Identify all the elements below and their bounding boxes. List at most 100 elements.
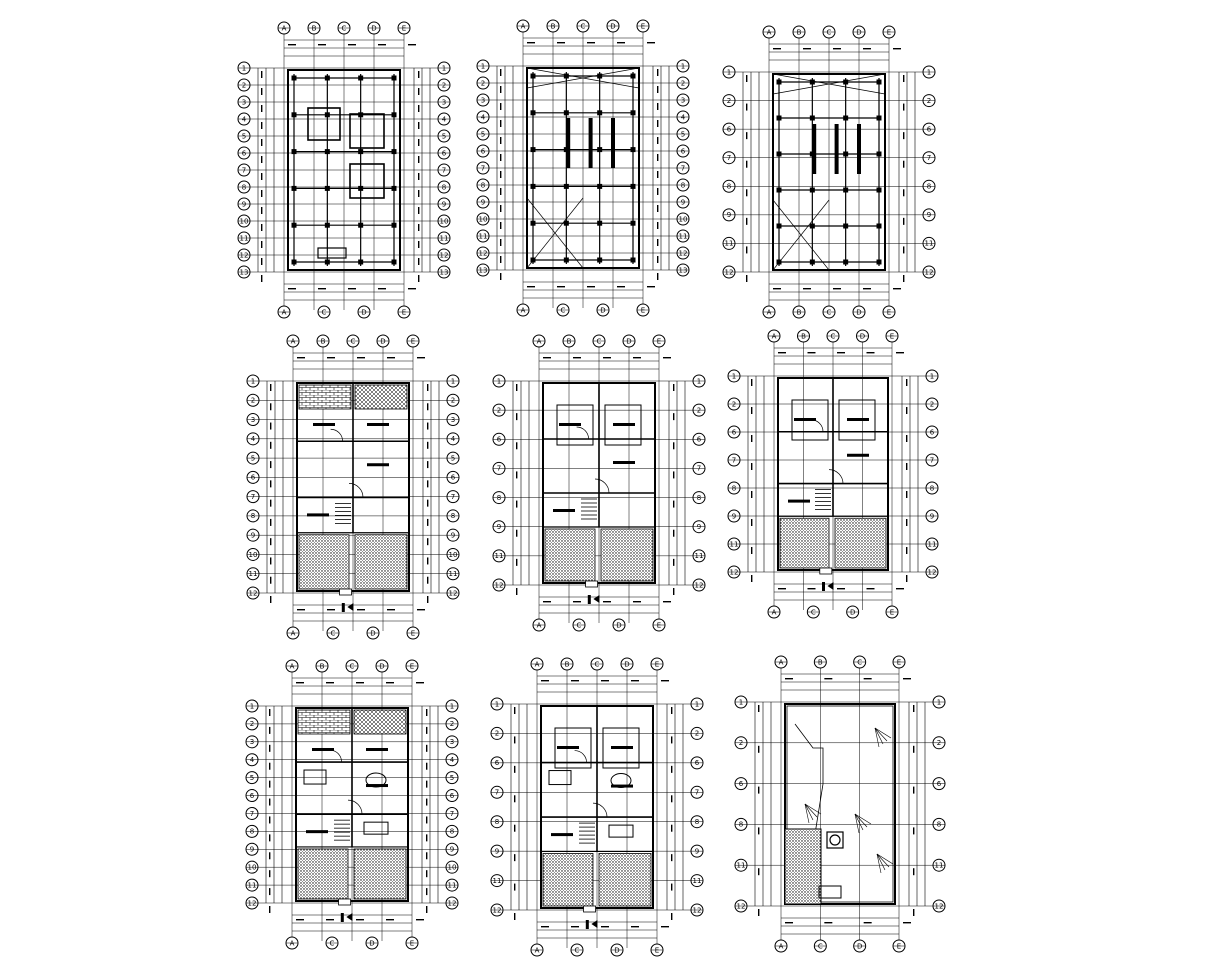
- grid-axis-bottom-D: D: [852, 305, 866, 319]
- grid-axis-left-7: 7: [722, 151, 736, 165]
- grid-axis-bottom-C: C: [572, 618, 586, 632]
- grid-axis-top-A: A: [767, 329, 781, 343]
- grid-axis-label: 13: [679, 266, 688, 274]
- grid-axis-label: 9: [732, 512, 736, 520]
- grid-axis-label: 6: [930, 428, 935, 436]
- grid-axis-label: D: [624, 660, 629, 668]
- grid-axis-left-11: 11: [245, 878, 259, 892]
- grid-axis-top-A: A: [532, 334, 546, 348]
- grid-axis-bottom-C: C: [326, 626, 340, 640]
- grid-axis-left-9: 9: [246, 528, 260, 542]
- grid-axis-bottom-C: C: [570, 943, 584, 957]
- grid-axis-label: 5: [451, 454, 455, 462]
- grid-axis-label: 8: [739, 821, 743, 829]
- grid-axis-label: 6: [250, 792, 255, 800]
- grid-axis-right-2: 2: [446, 393, 460, 407]
- grid-axis-left-8: 8: [245, 824, 259, 838]
- grid-axis-left-11: 11: [722, 236, 736, 250]
- grid-axis-top-A: A: [530, 657, 544, 671]
- grid-axis-top-D: D: [856, 329, 869, 343]
- grid-axis-left-11: 11: [490, 874, 504, 888]
- grid-axis-left-9: 9: [727, 509, 741, 523]
- grid-axis-right-1: 1: [446, 374, 460, 388]
- grid-axis-left-2: 2: [237, 78, 251, 92]
- grid-axis-label: E: [897, 942, 901, 950]
- grid-axis-label: E: [657, 337, 661, 345]
- grid-axis-left-1: 1: [492, 374, 506, 388]
- grid-axis-bottom-C: C: [317, 305, 331, 319]
- grid-axis-left-8: 8: [727, 481, 741, 495]
- grid-axis-label: 5: [681, 130, 685, 138]
- grid-axis-label: E: [887, 28, 891, 36]
- grid-axis-top-A: A: [286, 334, 300, 348]
- grid-axis-top-E: E: [636, 19, 650, 33]
- grid-axis-right-1: 1: [692, 374, 706, 388]
- grid-axis-label: 8: [937, 821, 941, 829]
- grid-axis-bottom-E: E: [882, 305, 896, 319]
- grid-axis-label: 8: [727, 183, 731, 191]
- grid-axis-label: B: [567, 337, 572, 345]
- grid-axis-right-10: 10: [437, 214, 451, 228]
- grid-axis-label: 2: [442, 81, 446, 89]
- grid-axis-right-11: 11: [437, 231, 451, 245]
- grid-axis-label: A: [291, 337, 296, 345]
- grid-axis-left-6: 6: [734, 777, 748, 791]
- grid-axis-left-12: 12: [734, 899, 748, 913]
- grid-axis-right-11: 11: [922, 236, 936, 250]
- grid-axis-left-11: 11: [734, 858, 748, 872]
- grid-axis-label: A: [282, 24, 287, 32]
- grid-axis-left-7: 7: [492, 461, 506, 475]
- grid-axis-label: E: [641, 306, 645, 314]
- grid-axis-label: 1: [497, 377, 501, 385]
- grid-axis-label: 5: [251, 454, 255, 462]
- grid-axis-left-12: 12: [727, 565, 741, 579]
- grid-axis-right-12: 12: [690, 903, 704, 917]
- grid-axis-bottom-A: A: [767, 605, 781, 619]
- grid-axis-bottom-A: A: [277, 305, 291, 319]
- grid-axis-right-3: 3: [446, 413, 460, 427]
- grid-axis-right-6: 6: [922, 122, 936, 136]
- grid-axis-label: 12: [928, 568, 937, 576]
- grid-axis-label: 1: [697, 377, 701, 385]
- grid-axis-right-13: 13: [437, 265, 451, 279]
- grid-axis-label: 9: [250, 846, 254, 854]
- grid-axis-label: 9: [242, 200, 246, 208]
- grid-axis-label: A: [779, 942, 784, 950]
- grid-axis-label: D: [626, 337, 631, 345]
- grid-axis-label: A: [537, 337, 542, 345]
- grid-axis-label: 2: [930, 400, 934, 408]
- grid-axis-bottom-D: D: [846, 605, 860, 619]
- grid-axis-label: 10: [479, 215, 488, 223]
- grid-axis-label: 8: [451, 512, 455, 520]
- grid-axis-left-10: 10: [476, 212, 490, 226]
- grid-axis-label: 2: [450, 720, 454, 728]
- grid-axis-right-1: 1: [932, 695, 946, 709]
- grid-axis-label: 7: [695, 789, 699, 797]
- grid-axis-label: 2: [481, 79, 485, 87]
- grid-axis-label: 12: [935, 902, 944, 910]
- grid-axis-left-10: 10: [246, 547, 260, 561]
- grid-axis-label: 7: [481, 164, 485, 172]
- grid-axis-right-6: 6: [690, 756, 704, 770]
- grid-axis-bottom-D: D: [610, 943, 624, 957]
- grid-axis-label: 6: [497, 436, 502, 444]
- grid-axis-left-2: 2: [492, 403, 506, 417]
- grid-axis-label: 7: [450, 810, 454, 818]
- grid-axis-bottom-C: C: [556, 303, 570, 317]
- grid-axis-label: 8: [695, 818, 699, 826]
- grid-axis-label: 11: [925, 240, 934, 248]
- grid-axis-bottom-E: E: [406, 626, 420, 640]
- grid-axis-label: 11: [449, 570, 458, 578]
- grid-axis-right-6: 6: [692, 432, 706, 446]
- grid-axis-right-2: 2: [932, 736, 946, 750]
- grid-axis-label: E: [402, 308, 406, 316]
- grid-axis-label: 11: [693, 877, 702, 885]
- grid-axis-top-D: D: [852, 25, 866, 39]
- grid-axis-left-11: 11: [476, 229, 490, 243]
- grid-axis-top-C: C: [590, 657, 604, 671]
- grid-axis-label: 2: [937, 739, 941, 747]
- grid-axis-left-12: 12: [245, 896, 259, 910]
- grid-axis-top-D: D: [376, 334, 390, 348]
- grid-axis-left-1: 1: [727, 369, 741, 383]
